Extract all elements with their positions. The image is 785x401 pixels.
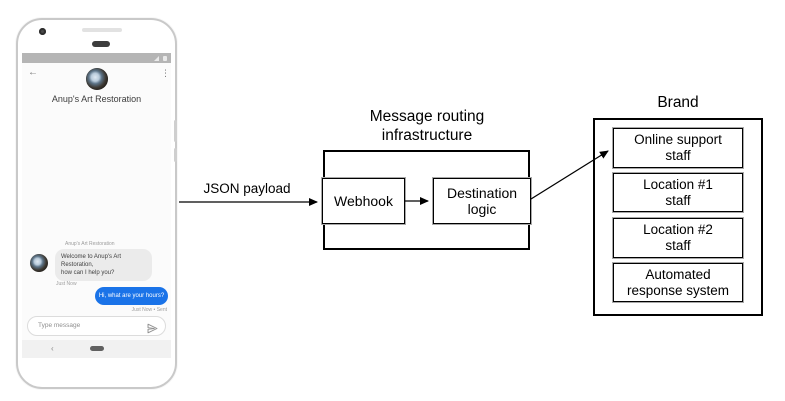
speaker-slot: [82, 28, 122, 32]
destination-logic-box: Destination logic: [433, 178, 531, 224]
nav-home-icon[interactable]: [90, 346, 104, 351]
phone-screen: ← ⋮ Anup's Art Restoration Anup's Art Re…: [22, 63, 171, 358]
routing-title: Message routing infrastructure: [369, 108, 485, 144]
nav-back-icon[interactable]: ‹: [51, 344, 54, 353]
overflow-menu-icon[interactable]: ⋮: [161, 68, 170, 78]
android-navbar: ‹: [22, 340, 171, 358]
business-avatar: [86, 68, 108, 90]
conversation-title: Anup's Art Restoration: [51, 94, 142, 104]
incoming-timestamp: Just Now: [56, 281, 77, 287]
phone-power-button: [174, 120, 177, 142]
message-avatar: [30, 254, 48, 272]
status-bar: [22, 53, 171, 63]
phone-frame: ← ⋮ Anup's Art Restoration Anup's Art Re…: [16, 18, 177, 389]
battery-icon: [163, 56, 167, 61]
back-arrow-icon[interactable]: ←: [28, 67, 38, 78]
incoming-message-bubble: Welcome to Anup's Art Restoration, how c…: [55, 249, 152, 281]
earpiece: [92, 41, 110, 47]
brand-box-location-1: Location #1 staff: [613, 173, 743, 212]
outgoing-timestamp: Just Now • Sent: [131, 307, 167, 313]
brand-box-automated-response: Automated response system: [613, 263, 743, 302]
json-payload-label: JSON payload: [203, 181, 291, 196]
front-camera: [39, 28, 46, 35]
brand-box-online-support: Online support staff: [613, 128, 743, 168]
phone-volume-button: [174, 148, 177, 162]
brand-box-location-2: Location #2 staff: [613, 218, 743, 258]
send-icon[interactable]: [147, 321, 158, 334]
webhook-box: Webhook: [322, 178, 405, 224]
signal-icon: [154, 56, 159, 61]
outgoing-message-bubble: Hi, what are your hours?: [95, 287, 168, 305]
message-input-placeholder: Type message: [38, 322, 81, 329]
sender-name-label: Anup's Art Restoration: [65, 241, 115, 247]
message-input[interactable]: Type message: [27, 316, 166, 336]
brand-title: Brand: [657, 94, 699, 111]
